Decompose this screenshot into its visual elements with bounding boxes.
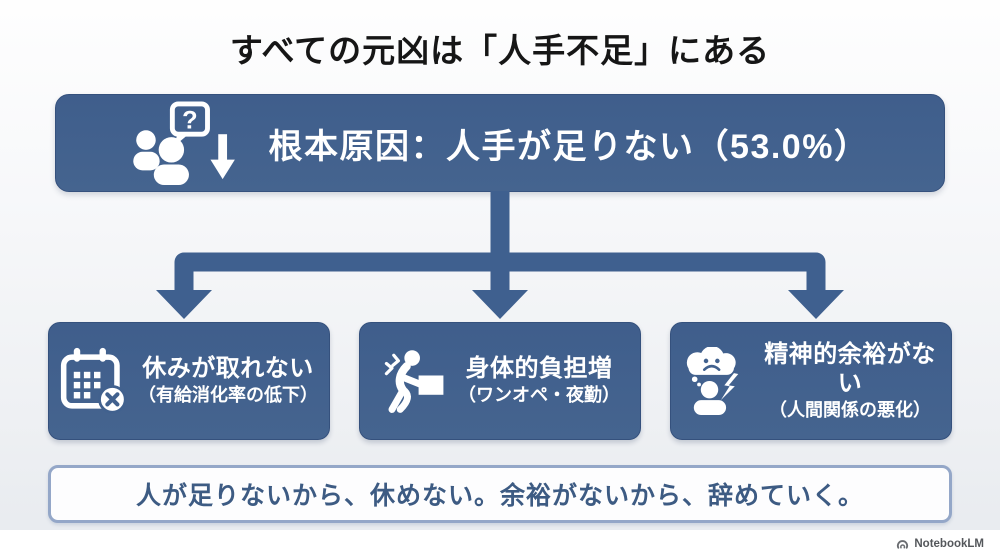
cause-title: 精神的余裕がない <box>764 340 936 397</box>
cause-title: 身体的負担増 <box>465 355 613 383</box>
cause-title: 休みが取れない <box>142 355 314 383</box>
cause-text-block: 休みが取れない （有給消化率の低下） <box>138 355 318 406</box>
notebooklm-logo-icon <box>897 539 909 549</box>
physical-burden-icon <box>384 350 444 413</box>
cause-text-block: 精神的余裕がない （人間関係の悪化） <box>757 341 943 421</box>
summary-box: 人が足りないから、休めない。余裕がないから、辞めていく。 <box>48 465 952 523</box>
footer-strip: NotebookLM <box>0 530 1000 558</box>
summary-text: 人が足りないから、休めない。余裕がないから、辞めていく。 <box>135 482 864 510</box>
cause-card-no-rest: 休みが取れない （有給消化率の低下） <box>48 322 330 440</box>
cause-subtitle: （ワンオペ・夜勤） <box>458 385 620 406</box>
cause-card-mental-stress: 精神的余裕がない （人間関係の悪化） <box>670 322 952 440</box>
calendar-missed-icon <box>60 347 127 414</box>
root-cause-label: 根本原因：人手が足りない（53.0%） <box>268 127 870 166</box>
page-title: すべての元凶は「人手不足」にある <box>229 32 771 69</box>
svg-text:?: ? <box>182 106 198 134</box>
mental-stress-icon <box>686 347 739 415</box>
watermark-label: NotebookLM <box>914 538 984 550</box>
cause-subtitle: （人間関係の悪化） <box>769 399 931 420</box>
people-shortage-icon: ? <box>132 101 235 185</box>
cause-text-block: 身体的負担増 （ワンオペ・夜勤） <box>458 355 620 406</box>
cause-card-physical-burden: 身体的負担増 （ワンオペ・夜勤） <box>359 322 641 440</box>
root-cause-banner: ? 根本原因：人手が足りない（53.0%） <box>55 94 945 192</box>
cause-subtitle: （有給消化率の低下） <box>138 385 318 406</box>
